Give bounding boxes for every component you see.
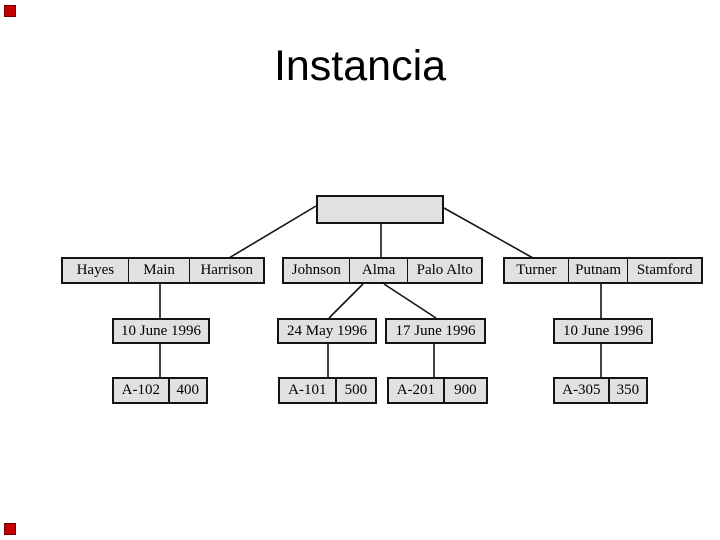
account-record: A-101 500 bbox=[278, 377, 377, 404]
account-number-cell: A-201 bbox=[396, 382, 436, 398]
connector-line bbox=[443, 207, 534, 259]
account-balance-cell: 500 bbox=[334, 379, 375, 402]
customer-name-cell: Hayes bbox=[76, 262, 115, 278]
customer-city-cell: Harrison bbox=[189, 259, 263, 282]
date-node: 10 June 1996 bbox=[553, 318, 653, 344]
account-number-cell: A-102 bbox=[121, 382, 160, 398]
page-title: Instancia bbox=[273, 42, 447, 90]
customer-record-hayes: Hayes Main Harrison bbox=[61, 257, 265, 284]
customer-record-turner: Turner Putnam Stamford bbox=[503, 257, 703, 284]
account-number-cell: A-101 bbox=[288, 382, 327, 398]
account-number-cell: A-305 bbox=[562, 382, 601, 398]
account-balance-cell: 350 bbox=[607, 379, 646, 402]
account-record: A-305 350 bbox=[553, 377, 648, 404]
account-record: A-102 400 bbox=[112, 377, 208, 404]
customer-street-cell: Alma bbox=[348, 259, 408, 282]
customer-name-cell: Turner bbox=[516, 262, 557, 278]
customer-name-cell: Johnson bbox=[291, 262, 341, 278]
customer-street-cell: Main bbox=[127, 259, 190, 282]
date-node: 10 June 1996 bbox=[112, 318, 210, 344]
customer-street-cell: Putnam bbox=[567, 259, 628, 282]
account-balance-cell: 400 bbox=[167, 379, 206, 402]
connector-line bbox=[383, 283, 437, 319]
customer-city-cell: Palo Alto bbox=[407, 259, 481, 282]
date-node: 24 May 1996 bbox=[277, 318, 377, 344]
red-marker-icon bbox=[4, 523, 16, 535]
connector-line bbox=[328, 283, 364, 319]
date-node: 17 June 1996 bbox=[385, 318, 486, 344]
red-marker-icon bbox=[4, 5, 16, 17]
root-node bbox=[316, 195, 444, 224]
connector-line bbox=[228, 205, 317, 259]
account-balance-cell: 900 bbox=[442, 379, 486, 402]
account-record: A-201 900 bbox=[387, 377, 488, 404]
customer-record-johnson: Johnson Alma Palo Alto bbox=[282, 257, 483, 284]
customer-city-cell: Stamford bbox=[627, 259, 701, 282]
